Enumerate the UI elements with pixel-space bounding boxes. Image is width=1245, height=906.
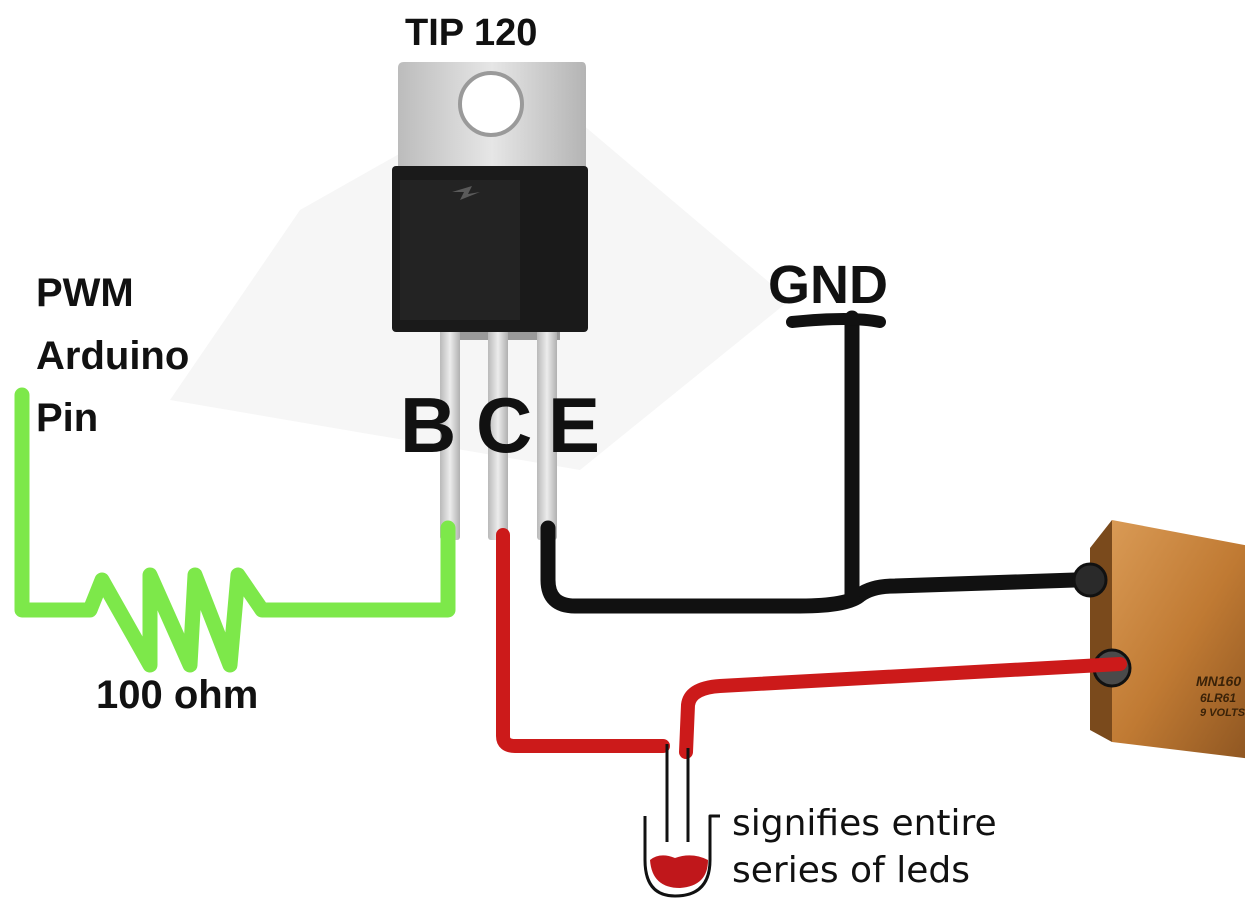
pwm-label-line-2: Arduino <box>36 334 190 378</box>
led-note-line-2: series of leds <box>732 850 970 891</box>
transistor-title: TIP 120 <box>405 12 538 54</box>
pin-label-collector: C <box>476 381 533 469</box>
ground-label: GND <box>768 255 888 315</box>
pwm-label-line-1: PWM <box>36 271 134 315</box>
positive-wires <box>496 528 1127 759</box>
pin-label-base: B <box>400 381 457 469</box>
battery-body <box>1112 520 1245 759</box>
pwm-label-line-3: Pin <box>36 396 99 440</box>
battery-negative-terminal <box>1072 562 1108 598</box>
mounting-hole <box>458 71 524 137</box>
manufacturer-logo <box>452 186 480 200</box>
ground-wires <box>540 310 1083 614</box>
tip120-transistor <box>392 62 588 540</box>
transistor-body-highlight <box>400 180 520 320</box>
battery-print-line-1: MN160 <box>1196 673 1241 689</box>
gnd-bar <box>786 313 886 328</box>
battery-to-led-wire <box>679 657 1127 759</box>
battery-print-line-3: 9 VOLTS <box>1200 707 1245 719</box>
collector-leg <box>488 330 508 540</box>
led-glow <box>650 855 708 888</box>
emitter-leg <box>537 330 557 540</box>
battery-print-line-2: 6LR61 <box>1200 691 1236 705</box>
led <box>643 744 720 898</box>
led-bulb <box>643 814 720 898</box>
led-note-line-1: signifies entire <box>732 803 997 844</box>
battery-top-face <box>1090 520 1112 742</box>
resistor-label: 100 ohm <box>96 673 259 717</box>
nine-volt-battery: MN160 6LR61 9 VOLTS <box>1072 520 1245 759</box>
emitter-ground-wire <box>540 520 1083 614</box>
base-leg <box>440 330 460 540</box>
pwm-signal-wire-with-resistor <box>14 387 456 673</box>
pin-label-emitter: E <box>548 381 601 469</box>
collector-to-led-wire <box>496 528 670 753</box>
